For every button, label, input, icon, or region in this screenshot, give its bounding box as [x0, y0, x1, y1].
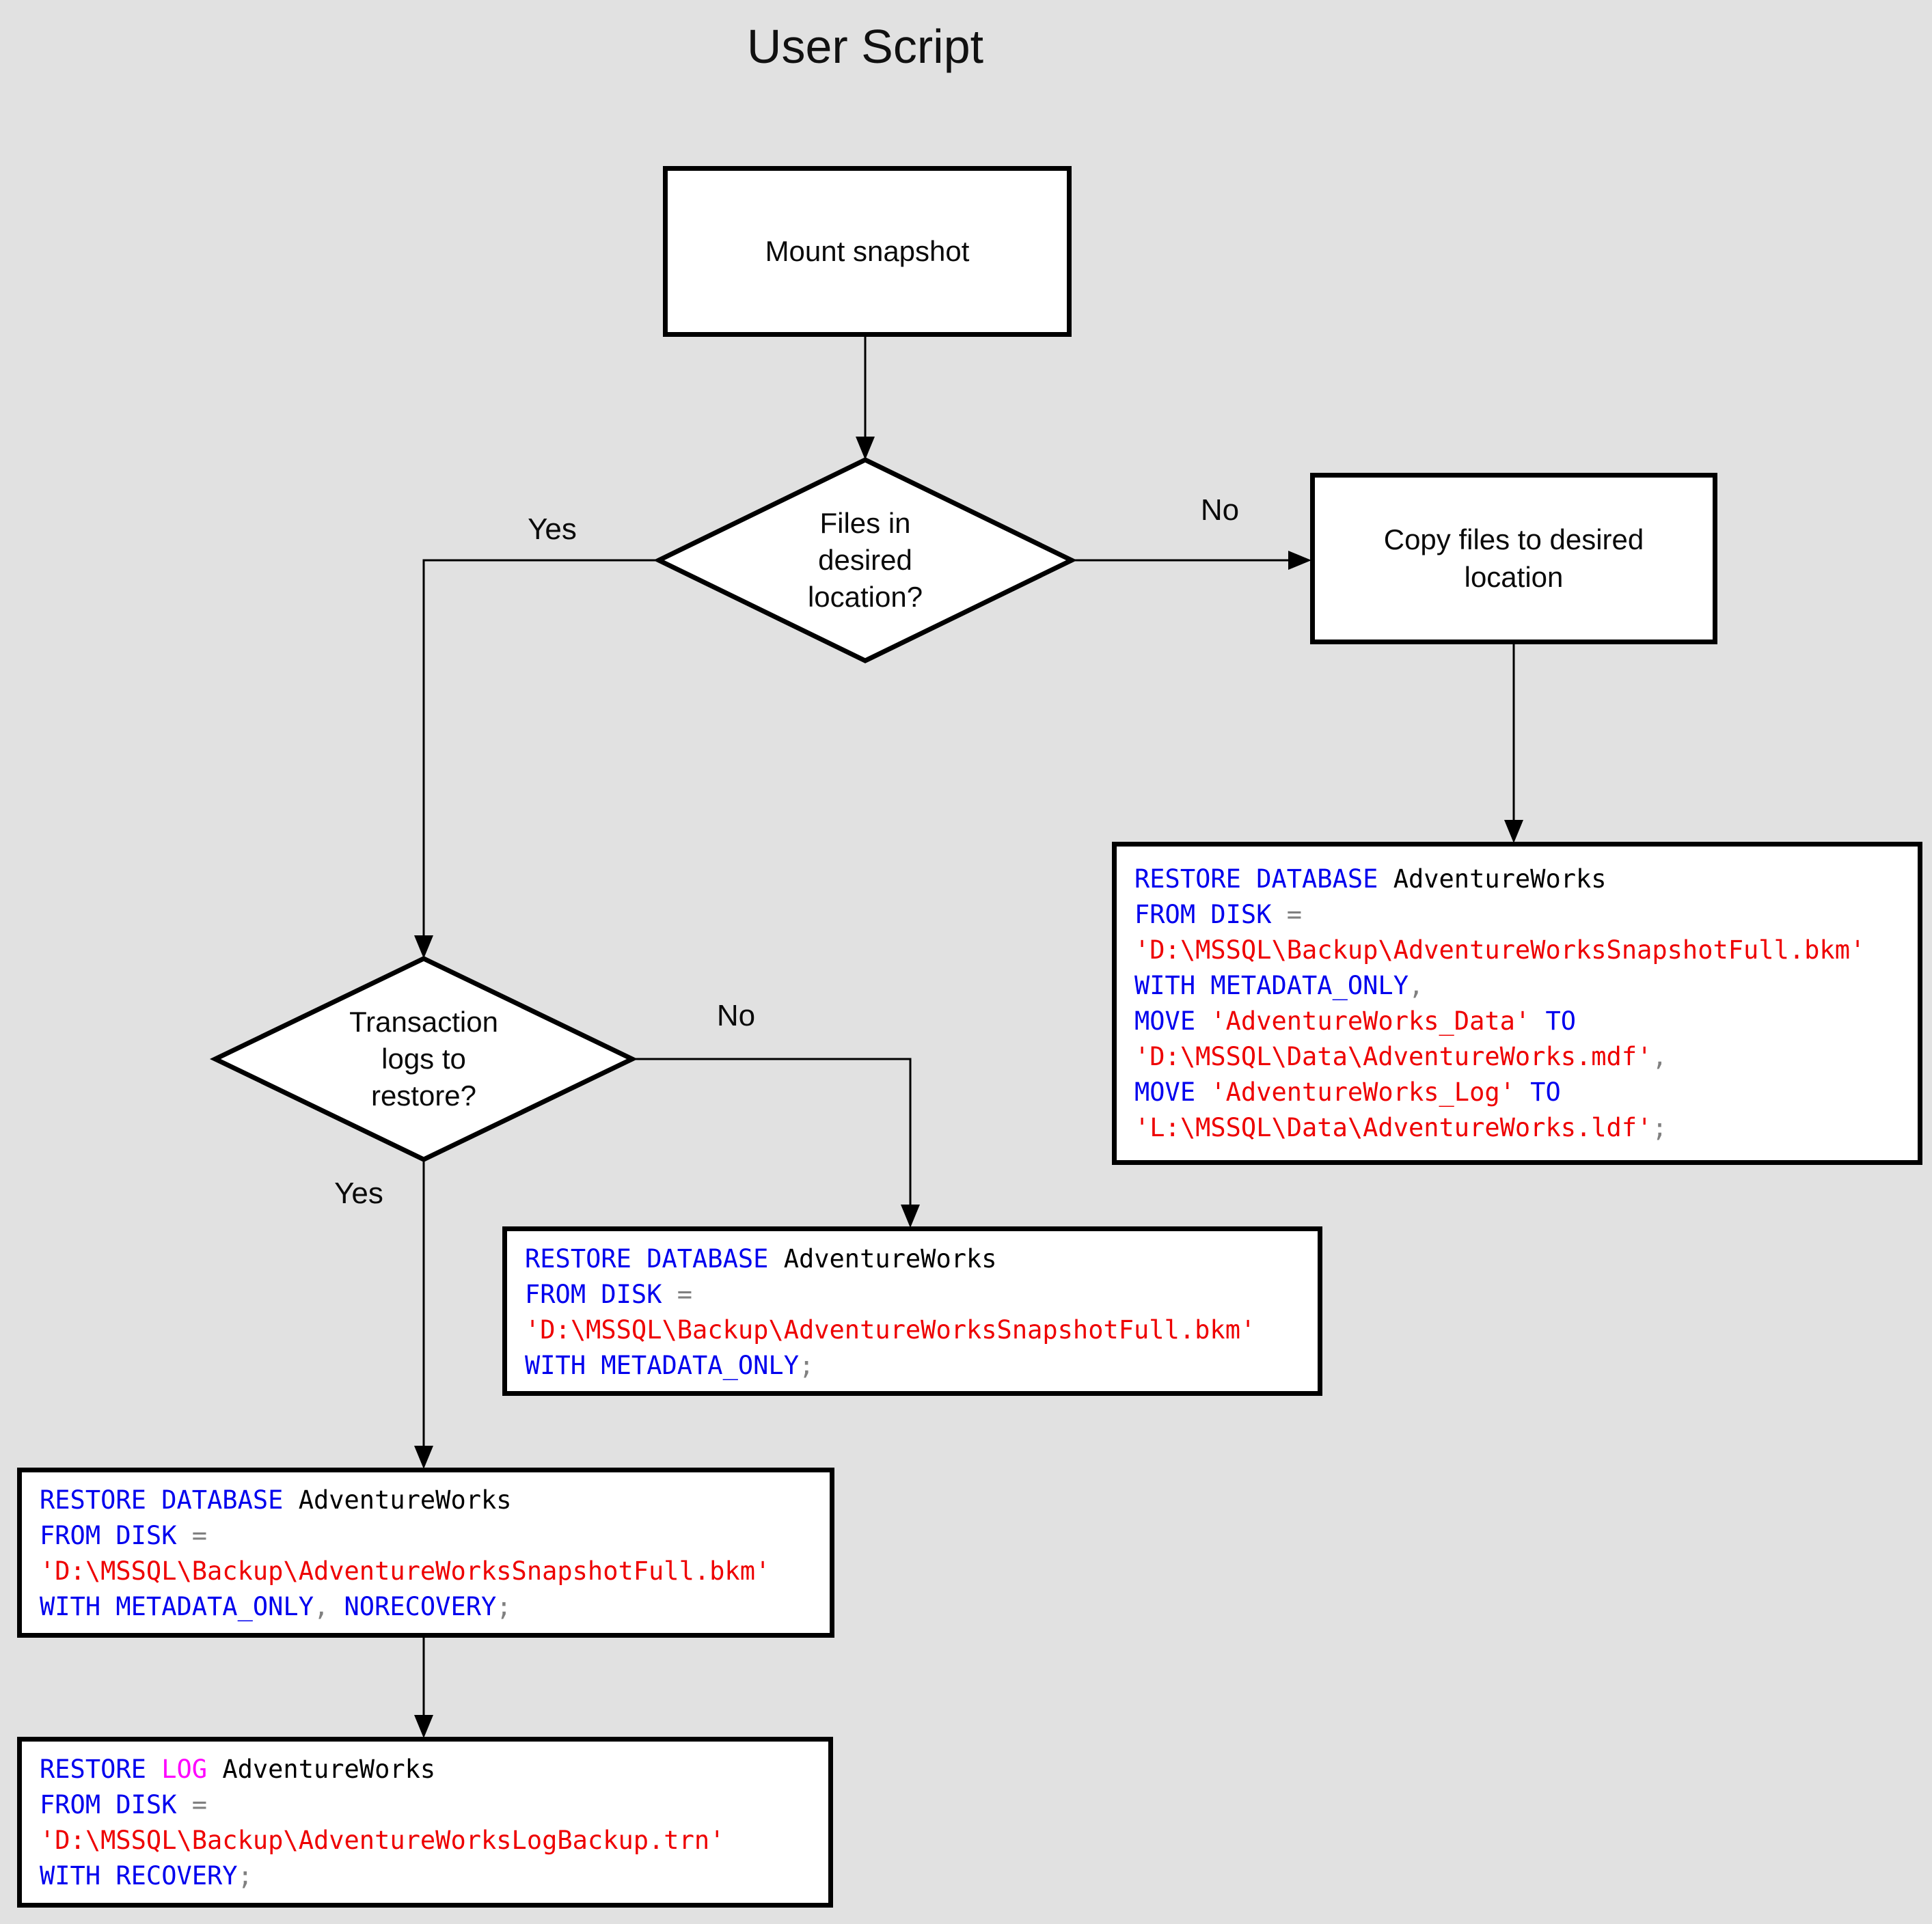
edge-logs-no — [632, 1058, 912, 1220]
code-line: 'D:\MSSQL\Backup\AdventureWorksSnapshotF… — [1134, 935, 1866, 965]
code-line: RESTORE DATABASE AdventureWorks — [1134, 864, 1607, 894]
code-line: WITH METADATA_ONLY, — [1134, 971, 1424, 1000]
arrowhead-down-icon — [901, 1205, 920, 1228]
code-line: FROM DISK = — [40, 1790, 208, 1819]
code-line: RESTORE LOG AdventureWorks — [40, 1755, 436, 1784]
code-line: FROM DISK = — [40, 1521, 208, 1550]
edge-files-yes — [422, 559, 659, 950]
arrowhead-down-icon — [1504, 820, 1523, 843]
code-line: 'D:\MSSQL\Backup\AdventureWorksSnapshotF… — [525, 1315, 1256, 1345]
code-line: RESTORE DATABASE AdventureWorks — [525, 1244, 997, 1274]
copy-files-box: Copy files to desired location — [1310, 473, 1717, 644]
code-line: MOVE 'AdventureWorks_Log' TO — [1134, 1077, 1561, 1107]
files-yes-label: Yes — [528, 512, 577, 546]
files-no-label: No — [1200, 493, 1240, 527]
files-decision-label: Files in desired location? — [807, 507, 923, 613]
logs-decision-label: Transaction logs to restore? — [349, 1006, 498, 1112]
code-line: 'D:\MSSQL\Backup\AdventureWorksSnapshotF… — [40, 1556, 771, 1586]
code-line: RESTORE DATABASE AdventureWorks — [40, 1485, 512, 1515]
logs-yes-label: Yes — [334, 1177, 383, 1210]
mount-snapshot-box: Mount snapshot — [663, 166, 1072, 337]
code-line: 'D:\MSSQL\Backup\AdventureWorksLogBackup… — [40, 1826, 725, 1855]
arrowhead-down-icon — [414, 1715, 433, 1738]
code-line: MOVE 'AdventureWorks_Data' TO — [1134, 1006, 1577, 1036]
mount-snapshot-label: Mount snapshot — [765, 234, 970, 267]
page-title: User Script — [746, 20, 984, 73]
logs-decision-diamond — [209, 956, 638, 1162]
arrowhead-down-icon — [856, 437, 875, 460]
code-line: WITH RECOVERY; — [40, 1861, 253, 1891]
arrowhead-down-icon — [414, 935, 433, 959]
code-line: 'D:\MSSQL\Data\AdventureWorks.mdf', — [1134, 1042, 1668, 1071]
code-line: FROM DISK = — [1134, 900, 1303, 929]
logs-no-label: No — [716, 999, 756, 1032]
code-line: WITH METADATA_ONLY, NORECOVERY; — [40, 1592, 512, 1621]
arrowhead-right-icon — [1288, 551, 1311, 570]
arrowhead-down-icon — [414, 1446, 433, 1469]
code-line: 'L:\MSSQL\Data\AdventureWorks.ldf'; — [1134, 1113, 1668, 1142]
code-line: WITH METADATA_ONLY; — [525, 1351, 815, 1380]
files-decision-diamond — [653, 457, 1077, 663]
code-line: FROM DISK = — [525, 1280, 693, 1309]
